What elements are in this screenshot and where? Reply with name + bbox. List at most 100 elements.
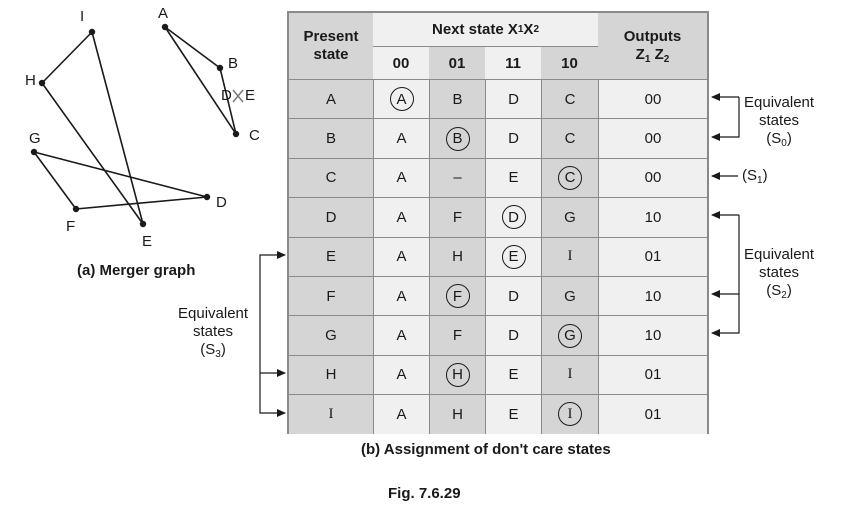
crossed-label-e: E (245, 87, 256, 104)
next-state-cell: – (429, 157, 485, 198)
graph-node-e (139, 220, 147, 228)
node-label-b: B (228, 55, 239, 72)
annotation-s1: (S1) (742, 167, 768, 186)
next-state-cell: I (541, 354, 598, 395)
output-cell: 00 (598, 79, 707, 119)
circled-state: I (558, 402, 582, 427)
s2-label-text: (S (766, 282, 782, 299)
s1-label-text: (S (742, 167, 757, 184)
graph-node-i (88, 28, 96, 36)
s2-close: ) (786, 282, 792, 299)
s0-line2: states (759, 112, 800, 129)
next-header-text: Next state X (431, 21, 518, 38)
next-state-cell: I (541, 236, 598, 276)
outputs-z1: Z (635, 46, 645, 63)
s1-close: ) (762, 167, 768, 184)
s3-line2: states (193, 323, 234, 340)
s3-close: ) (220, 341, 226, 358)
outputs-sub1: 1 (644, 54, 651, 65)
node-label-i: I (80, 8, 85, 25)
next-state-cell: E (485, 394, 541, 434)
next-header-mid: X (523, 21, 534, 38)
s1-label: (S1) (742, 167, 768, 186)
next-state-cell: C (541, 157, 598, 198)
next-state-cell: H (429, 354, 485, 395)
next-state-cell: A (373, 79, 429, 119)
graph-edge-i-h (41, 31, 93, 84)
next-state-cell: D (485, 197, 541, 237)
present-state-g: G (289, 315, 373, 355)
graph-edge-g-d (33, 151, 208, 198)
node-label-a: A (158, 5, 169, 22)
s3-label: (S3) (178, 341, 248, 360)
annotation-s0: Equivalent states (S0) (744, 94, 815, 149)
next-state-cell: H (429, 236, 485, 276)
cross-mark (232, 89, 244, 103)
circled-state: C (558, 165, 582, 190)
node-label-e: E (142, 233, 153, 250)
output-cell: 10 (598, 276, 707, 316)
present-state-a: A (289, 79, 373, 119)
next-state-cell: A (373, 276, 429, 316)
node-label-d: D (216, 194, 227, 211)
s2-label: (S2) (744, 282, 814, 301)
graph-node-a (161, 23, 169, 31)
outputs-header-line1: Outputs (623, 28, 682, 45)
circled-state: H (445, 362, 470, 387)
circled-state: B (445, 126, 470, 151)
present-header-line2: state (313, 46, 349, 63)
s1-sub: 1 (757, 175, 763, 186)
column-header-11: 11 (485, 46, 541, 79)
node-label-h: H (25, 72, 36, 89)
outputs-header: Outputs Z1 Z2 (598, 13, 707, 79)
next-state-cell: A (373, 394, 429, 434)
next-state-cell: F (429, 315, 485, 355)
output-cell: 00 (598, 118, 707, 158)
graph-edge-f-d (75, 196, 208, 210)
s0-label-text: (S (766, 130, 782, 147)
circled-state: F (445, 284, 470, 309)
output-cell: 10 (598, 315, 707, 355)
s2-sub: 2 (781, 290, 787, 301)
s0-line1: Equivalent (744, 94, 815, 111)
graph-edge-g-f (33, 151, 77, 210)
present-state-f: F (289, 276, 373, 316)
next-state-cell: E (485, 236, 541, 276)
annotation-s3: Equivalent states (S3) (178, 305, 248, 360)
output-cell: 01 (598, 354, 707, 395)
next-state-cell: A (373, 315, 429, 355)
next-state-cell: G (541, 315, 598, 355)
output-cell: 10 (598, 197, 707, 237)
next-state-cell: D (485, 315, 541, 355)
node-label-f: F (66, 218, 76, 235)
graph-node-b (216, 64, 224, 72)
s0-close: ) (786, 130, 792, 147)
next-state-cell: A (373, 354, 429, 395)
graph-node-d (203, 193, 211, 201)
next-state-cell: E (485, 354, 541, 395)
next-state-cell: C (541, 79, 598, 119)
output-cell: 00 (598, 157, 707, 198)
next-state-cell: A (373, 157, 429, 198)
graph-edge-a-b (164, 26, 221, 69)
outputs-header-line2: Z1 Z2 (635, 46, 670, 65)
s0-label: (S0) (744, 130, 814, 149)
next-state-cell: D (485, 79, 541, 119)
table-caption: (b) Assignment of don't care states (361, 441, 611, 458)
next-state-cell: D (485, 118, 541, 158)
output-cell: 01 (598, 236, 707, 276)
output-cell: 01 (598, 394, 707, 434)
graph-edge-a-c (164, 26, 237, 135)
next-state-cell: A (373, 118, 429, 158)
column-header-10: 10 (541, 46, 598, 79)
graph-node-c (232, 130, 240, 138)
merger-graph-caption: (a) Merger graph (77, 262, 196, 279)
present-header-line1: Present (303, 28, 359, 45)
circled-state: E (501, 244, 526, 269)
present-state-i: I (289, 394, 373, 434)
outputs-sub2: 2 (663, 54, 670, 65)
node-label-c: C (249, 127, 260, 144)
